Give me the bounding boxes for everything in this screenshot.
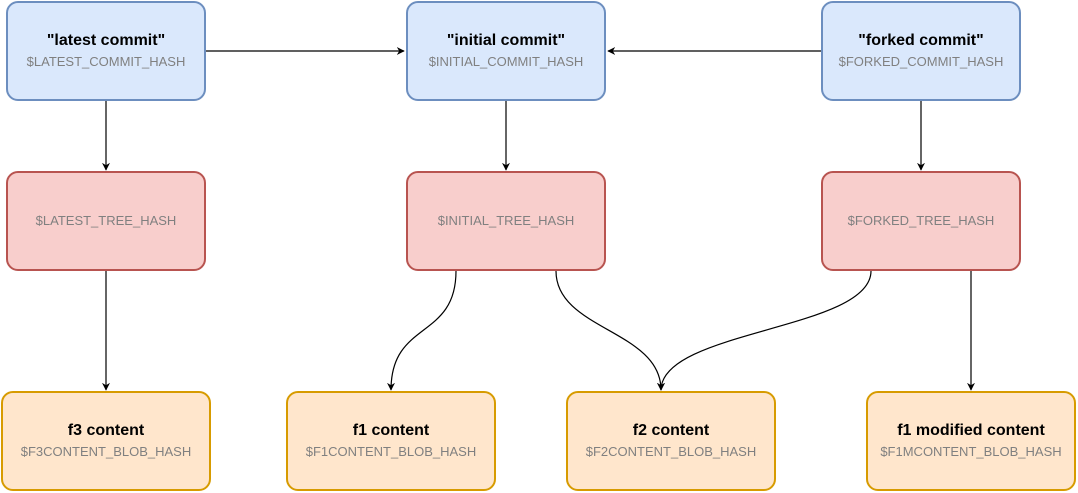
edge-initial-tree-to-f2-blob: [555, 270, 665, 391]
f1-blob-title: f1 content: [352, 422, 430, 439]
initial-commit-hash: $INITIAL_COMMIT_HASH: [428, 54, 584, 69]
f1-modified-blob-hash: $F1MCONTENT_BLOB_HASH: [880, 444, 1062, 459]
f1-blob-hash: $F1CONTENT_BLOB_HASH: [305, 444, 477, 459]
forked-tree-node[interactable]: $FORKED_TREE_HASH: [821, 171, 1021, 271]
f2-blob-title: f2 content: [632, 422, 710, 439]
forked-commit-hash: $FORKED_COMMIT_HASH: [838, 54, 1004, 69]
f3-blob-hash: $F3CONTENT_BLOB_HASH: [20, 444, 192, 459]
f1-blob-node[interactable]: f1 content $F1CONTENT_BLOB_HASH: [286, 391, 496, 491]
latest-commit-title: "latest commit": [46, 32, 166, 49]
initial-commit-title: "initial commit": [446, 32, 566, 49]
forked-commit-title: "forked commit": [858, 32, 984, 49]
forked-commit-node[interactable]: "forked commit" $FORKED_COMMIT_HASH: [821, 1, 1021, 101]
f3-blob-node[interactable]: f3 content $F3CONTENT_BLOB_HASH: [1, 391, 211, 491]
initial-tree-hash: $INITIAL_TREE_HASH: [437, 213, 575, 228]
latest-tree-hash: $LATEST_TREE_HASH: [35, 213, 177, 228]
f2-blob-hash: $F2CONTENT_BLOB_HASH: [585, 444, 757, 459]
edge-forked-tree-to-f2-blob: [657, 270, 872, 391]
forked-tree-hash: $FORKED_TREE_HASH: [847, 213, 995, 228]
initial-tree-node[interactable]: $INITIAL_TREE_HASH: [406, 171, 606, 271]
initial-commit-node[interactable]: "initial commit" $INITIAL_COMMIT_HASH: [406, 1, 606, 101]
f1-modified-blob-title: f1 modified content: [897, 422, 1045, 439]
latest-commit-node[interactable]: "latest commit" $LATEST_COMMIT_HASH: [6, 1, 206, 101]
latest-commit-hash: $LATEST_COMMIT_HASH: [26, 54, 186, 69]
latest-tree-node[interactable]: $LATEST_TREE_HASH: [6, 171, 206, 271]
edge-initial-tree-to-f1-blob: [387, 270, 457, 391]
f1-modified-blob-node[interactable]: f1 modified content $F1MCONTENT_BLOB_HAS…: [866, 391, 1076, 491]
f2-blob-node[interactable]: f2 content $F2CONTENT_BLOB_HASH: [566, 391, 776, 491]
f3-blob-title: f3 content: [67, 422, 145, 439]
